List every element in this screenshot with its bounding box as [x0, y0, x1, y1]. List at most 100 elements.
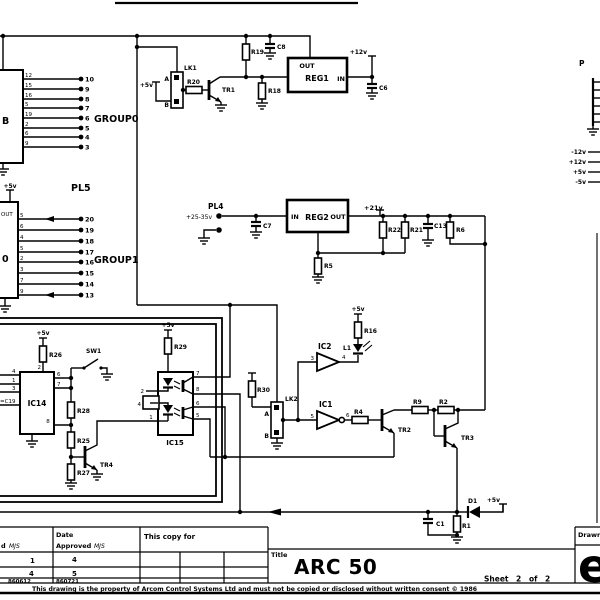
ic14-pin2: 2: [38, 365, 42, 371]
ic15-pin5: 5: [196, 413, 200, 419]
r20-label: R20: [187, 79, 200, 86]
reg2-in-pin: IN: [291, 213, 299, 221]
ground-symbol: [214, 104, 228, 112]
reg2-label: REG2: [305, 213, 329, 222]
opto-led-icon: [163, 405, 173, 413]
power-rail-wires: [0, 35, 311, 305]
plus21v-label: +21v: [364, 204, 383, 212]
ic1-inverter: IC1 5 6 R4: [311, 400, 382, 431]
plus5v-label: +5v: [36, 330, 49, 337]
group1-label: GROUP1: [94, 255, 138, 266]
lk1-b: B: [164, 102, 169, 109]
g0-net: 10: [85, 76, 95, 84]
ic15-pin7: 7: [196, 371, 200, 377]
ic15-pin8: 8: [196, 387, 200, 393]
ground-symbol: [421, 239, 435, 247]
ic14-pin4: 4: [12, 369, 16, 375]
g1-net: 17: [85, 249, 94, 257]
g0-net: 3: [85, 144, 90, 152]
supply-tick: [353, 313, 363, 323]
lk2-stage: R30 LK2 A B: [247, 361, 317, 450]
supply-tick: [163, 329, 173, 339]
ic-b-label: B: [2, 116, 9, 127]
sheet-border: [115, 1, 598, 523]
l1-label: L1: [343, 345, 351, 352]
g1-pin: 2: [20, 256, 24, 262]
r2-label: R2: [439, 399, 448, 406]
r27-label: R27: [77, 470, 90, 477]
group0-bus: 12 15 16 5 19 2 6 9 10 9 8 7 6 5 4 3 GRO…: [23, 73, 139, 194]
g1-pin: 4: [20, 235, 24, 241]
edge-connector: P -12v +12v +5v -5v: [569, 59, 600, 186]
g1-net: 13: [85, 292, 94, 300]
ground-symbol: [0, 168, 10, 176]
g1-pin: 3: [20, 267, 24, 273]
ic0-label: 0: [2, 254, 9, 265]
sheet-of: of: [529, 575, 538, 584]
ic15-pin4: 4: [138, 402, 142, 408]
g0-net: 9: [85, 86, 90, 94]
rail-p12: +12v: [569, 159, 586, 166]
r30-label: R30: [257, 387, 270, 394]
sheet-total: 2: [545, 575, 550, 584]
ic14-section: 4 1 3 =C19 IC14 2 R26 +5v 6 7 8 R28 R25 …: [0, 330, 158, 490]
plus5v-label: +5v: [140, 82, 153, 89]
reg1: OUT REG1 IN +12v C6: [286, 49, 388, 100]
g0-net: 6: [85, 115, 90, 123]
ground-symbol: [255, 102, 269, 110]
reg1-in-pin: IN: [337, 75, 345, 83]
g1-pin: 6: [20, 224, 24, 230]
g1-pin: 9: [20, 289, 24, 295]
ic15-pin1: 1: [149, 415, 153, 421]
ic14-pin7: 7: [57, 382, 61, 388]
g1-net: 19: [85, 227, 95, 235]
supply-tick: [498, 503, 508, 513]
sw1-label: SW1: [86, 348, 101, 355]
c1-label: C1: [436, 521, 445, 528]
sheet-num: 2: [516, 575, 521, 584]
pl5-label: PL5: [71, 183, 91, 194]
ic1-out-pin: 6: [346, 413, 350, 419]
rail-21v: +21v R22 R21 C13 R6: [318, 204, 488, 410]
ic-0: +5v OUT 0: [0, 183, 19, 313]
tb-drawn-label: Drawn: [578, 531, 600, 539]
ic1-in-pin: 5: [311, 414, 315, 420]
sheet-label: Sheet: [484, 575, 509, 584]
lk2-b: B: [264, 433, 269, 440]
g0-net: 7: [85, 105, 90, 113]
r1-label: R1: [462, 523, 471, 530]
rail-m12: -12v: [571, 149, 586, 156]
tr1-stage: R20 TR1 R19 R18 C8: [0, 33, 288, 112]
lk1-label: LK1: [184, 65, 197, 72]
supply-tick: [247, 372, 257, 382]
ic14-pin3: 3: [12, 386, 16, 392]
g1-pin: 5: [20, 246, 24, 252]
g0-net: 4: [85, 134, 90, 142]
plus12v-label: +12v: [350, 49, 367, 56]
reg2-stage: PL4 +25-35v C7 IN REG2 OUT R5: [186, 198, 350, 284]
c19-ref-label: =C19: [0, 399, 16, 405]
ic14-pin8: 8: [46, 419, 50, 425]
g1-net: 18: [85, 238, 95, 246]
tb-copy-for: This copy for: [144, 533, 196, 541]
ground-symbol: [450, 536, 464, 544]
g0-pin: 2: [25, 122, 29, 128]
c13-label: C13: [434, 223, 447, 230]
pl4-label: PL4: [208, 202, 224, 211]
group0-label: GROUP0: [94, 114, 139, 125]
ic0-out-pin: OUT: [1, 212, 13, 218]
r6-label: R6: [456, 227, 465, 234]
g1-net: 16: [85, 259, 95, 267]
opto-led-icon: [163, 378, 173, 386]
lk2-a: A: [264, 411, 269, 418]
title-block: d MJS Date Approved MJS This copy for 1 …: [0, 526, 600, 595]
ic15-label: IC15: [166, 439, 184, 447]
tb-col1-sign: MJS: [9, 543, 20, 550]
isolation-boxes: [0, 317, 223, 503]
ground-symbol: [270, 442, 284, 450]
plus5v-label: +5v: [3, 183, 16, 190]
ic2-in-pin: 3: [311, 356, 315, 362]
copyright-strip: This drawing is the property of Arcom Co…: [32, 585, 477, 593]
tb-col1-fragment: d: [1, 542, 6, 550]
g0-pin: 9: [25, 141, 29, 147]
